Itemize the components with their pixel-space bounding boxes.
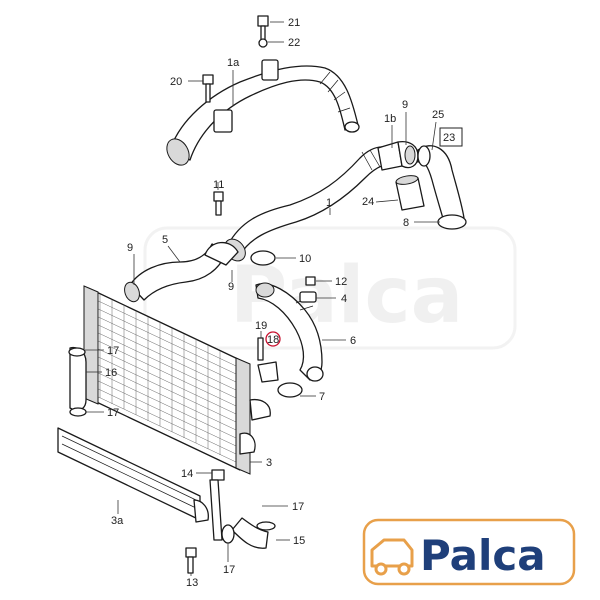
- bracket-14: [211, 469, 225, 481]
- callout-18: 18: [267, 334, 279, 346]
- logo-text: Palca: [420, 531, 546, 580]
- callout-23: 23: [443, 132, 455, 144]
- hose-16: [68, 346, 87, 412]
- palca-logo: Palca: [362, 518, 576, 586]
- bolt-13: [185, 547, 197, 574]
- bolt-19: [257, 337, 264, 361]
- callout-7: 7: [319, 391, 325, 403]
- callout-10: 10: [299, 253, 311, 265]
- callout-5: 5: [162, 234, 168, 246]
- callout-17-right: 17: [292, 501, 304, 513]
- hose-1a: [166, 59, 360, 166]
- callout-8: 8: [403, 217, 409, 229]
- bolt-12: [305, 276, 316, 286]
- bolt-21: [257, 15, 269, 43]
- callout-12: 12: [335, 276, 347, 288]
- car-icon: [370, 538, 414, 568]
- callout-9-mid: 9: [228, 281, 234, 293]
- callout-15: 15: [293, 535, 305, 547]
- hose-5: [124, 241, 239, 303]
- clamp-7: [277, 382, 303, 398]
- bracket-14-arm: [209, 479, 223, 541]
- callout-17-bottom: 17: [223, 564, 235, 576]
- bolt-20: [202, 74, 214, 103]
- callout-1: 1: [326, 197, 332, 209]
- hose-1b: [377, 140, 419, 171]
- callout-14: 14: [181, 468, 193, 480]
- bracket-18: [257, 361, 279, 383]
- reference-box-23: [439, 127, 463, 147]
- sleeve-24: [395, 175, 425, 211]
- callout-9-top: 9: [402, 99, 408, 111]
- callout-labels: 21 22 20 1a 9 25 1b 23 24 8 11 1 9 5 10 …: [105, 17, 455, 589]
- callout-6: 6: [350, 335, 356, 347]
- hose-6: [255, 282, 324, 382]
- watermark: Palca: [143, 226, 517, 350]
- highlight-18: [265, 331, 281, 347]
- callout-17-left: 17: [107, 345, 119, 357]
- callout-16: 16: [105, 367, 117, 379]
- clamp-8: [437, 214, 467, 230]
- callout-24: 24: [362, 196, 374, 208]
- callout-4: 4: [341, 293, 347, 305]
- callout-11: 11: [213, 179, 224, 191]
- hose-15: [231, 517, 276, 549]
- callout-13: 13: [186, 577, 198, 589]
- washer-22: [258, 38, 268, 48]
- callout-20: 20: [170, 76, 182, 88]
- clamp-17-bottom: [221, 524, 235, 544]
- leader-lines: [85, 21, 440, 576]
- callout-1b: 1b: [384, 113, 396, 125]
- callout-1a: 1a: [227, 57, 240, 69]
- callout-21: 21: [288, 17, 300, 29]
- bracket-4: [299, 291, 317, 303]
- clamp-10: [250, 250, 276, 266]
- clamp-17-lower-left: [69, 407, 87, 417]
- callout-19: 19: [255, 320, 267, 332]
- callout-3a: 3a: [111, 515, 124, 527]
- callout-3: 3: [266, 457, 272, 469]
- bolt-11: [213, 191, 224, 216]
- deflector-3a: [57, 427, 209, 523]
- callout-22: 22: [288, 37, 300, 49]
- callout-17-lower: 17: [107, 407, 119, 419]
- hose-25: [417, 145, 465, 223]
- callout-25: 25: [432, 109, 444, 121]
- intercooler-core: [83, 285, 271, 475]
- callout-9-left: 9: [127, 242, 133, 254]
